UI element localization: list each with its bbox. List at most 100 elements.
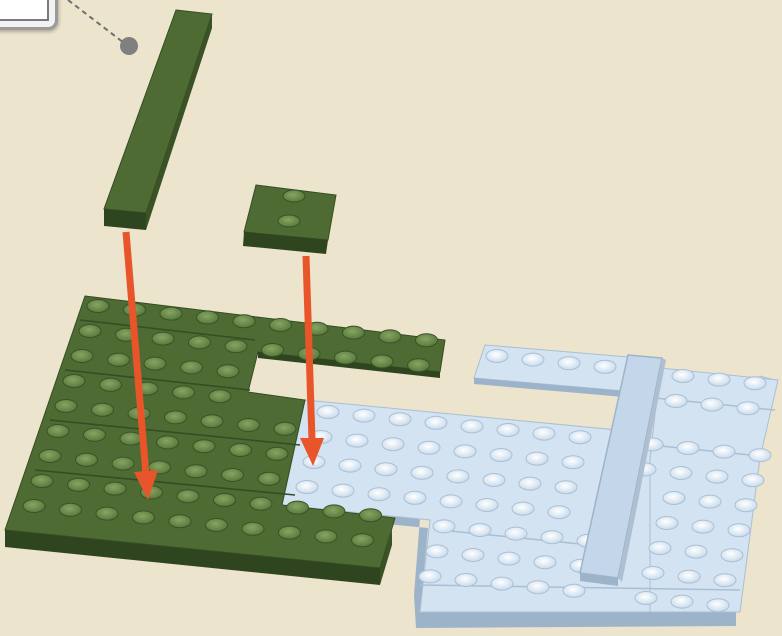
light-blue-base-plate — [282, 345, 778, 628]
stud — [296, 481, 318, 494]
stud — [120, 432, 142, 445]
stud — [157, 436, 179, 449]
stud — [671, 595, 693, 608]
stud — [744, 377, 766, 390]
stud — [562, 456, 584, 469]
stud — [230, 444, 252, 457]
stud — [642, 567, 664, 580]
stud — [287, 501, 309, 514]
stud — [418, 441, 440, 454]
stud — [447, 470, 469, 483]
stud — [483, 474, 505, 487]
stud — [375, 463, 397, 476]
stud — [144, 357, 166, 370]
stud — [335, 351, 357, 364]
stud — [707, 599, 729, 612]
stud — [665, 395, 687, 408]
stud — [692, 520, 714, 533]
stud — [225, 340, 247, 353]
stud — [368, 488, 390, 501]
stud — [440, 495, 462, 508]
stud — [404, 491, 426, 504]
stud — [555, 481, 577, 494]
stud — [112, 457, 134, 470]
stud — [233, 315, 255, 328]
stud — [685, 545, 707, 558]
stud — [206, 519, 228, 532]
stud — [519, 477, 541, 490]
stud — [274, 422, 296, 435]
stud — [461, 420, 483, 433]
callout-dot — [120, 37, 138, 55]
stud — [454, 445, 476, 458]
stud — [165, 411, 187, 424]
stud — [527, 581, 549, 594]
stud — [250, 497, 272, 510]
stud — [491, 577, 513, 590]
stud — [416, 334, 438, 347]
stud — [594, 360, 616, 373]
stud — [663, 492, 685, 505]
stud — [79, 325, 101, 338]
stud — [60, 503, 82, 516]
stud — [408, 359, 430, 372]
stud — [270, 319, 292, 332]
stud — [379, 330, 401, 343]
stud — [181, 361, 203, 374]
stud — [708, 373, 730, 386]
stud — [133, 511, 155, 524]
stud — [512, 502, 534, 515]
stud — [209, 390, 231, 403]
stud — [670, 467, 692, 480]
stud — [490, 449, 512, 462]
stud — [323, 505, 345, 518]
stud — [425, 416, 447, 429]
stud — [283, 190, 305, 202]
stud — [100, 378, 122, 391]
stud — [455, 574, 477, 587]
stud — [339, 459, 361, 472]
stud — [84, 428, 106, 441]
stud — [352, 534, 374, 547]
stud — [193, 440, 215, 453]
stud — [173, 386, 195, 399]
stud — [389, 413, 411, 426]
stud — [242, 522, 264, 535]
stud — [522, 353, 544, 366]
stud — [197, 311, 219, 324]
stud — [87, 300, 109, 313]
stud — [526, 452, 548, 465]
stud — [498, 552, 520, 565]
stud — [426, 545, 448, 558]
stud — [217, 365, 239, 378]
stud — [185, 465, 207, 478]
stud — [714, 574, 736, 587]
stud — [266, 447, 288, 460]
stud — [411, 466, 433, 479]
stud — [315, 530, 337, 543]
stud — [76, 453, 98, 466]
stud — [343, 326, 365, 339]
stud — [486, 350, 508, 363]
stud — [360, 509, 382, 522]
stud — [279, 526, 301, 539]
stud — [462, 549, 484, 562]
stud — [222, 469, 244, 482]
stud — [469, 524, 491, 537]
stud — [63, 375, 85, 388]
stud — [534, 556, 556, 569]
stud — [749, 449, 771, 462]
stud — [505, 527, 527, 540]
stud — [55, 400, 77, 413]
stud — [189, 336, 211, 349]
green-small-plate — [243, 185, 336, 254]
stud — [635, 592, 657, 605]
stud — [353, 409, 375, 422]
stud — [278, 215, 300, 227]
stud — [68, 478, 90, 491]
stud — [419, 570, 441, 583]
stud — [737, 402, 759, 415]
stud — [346, 434, 368, 447]
stud — [701, 398, 723, 411]
